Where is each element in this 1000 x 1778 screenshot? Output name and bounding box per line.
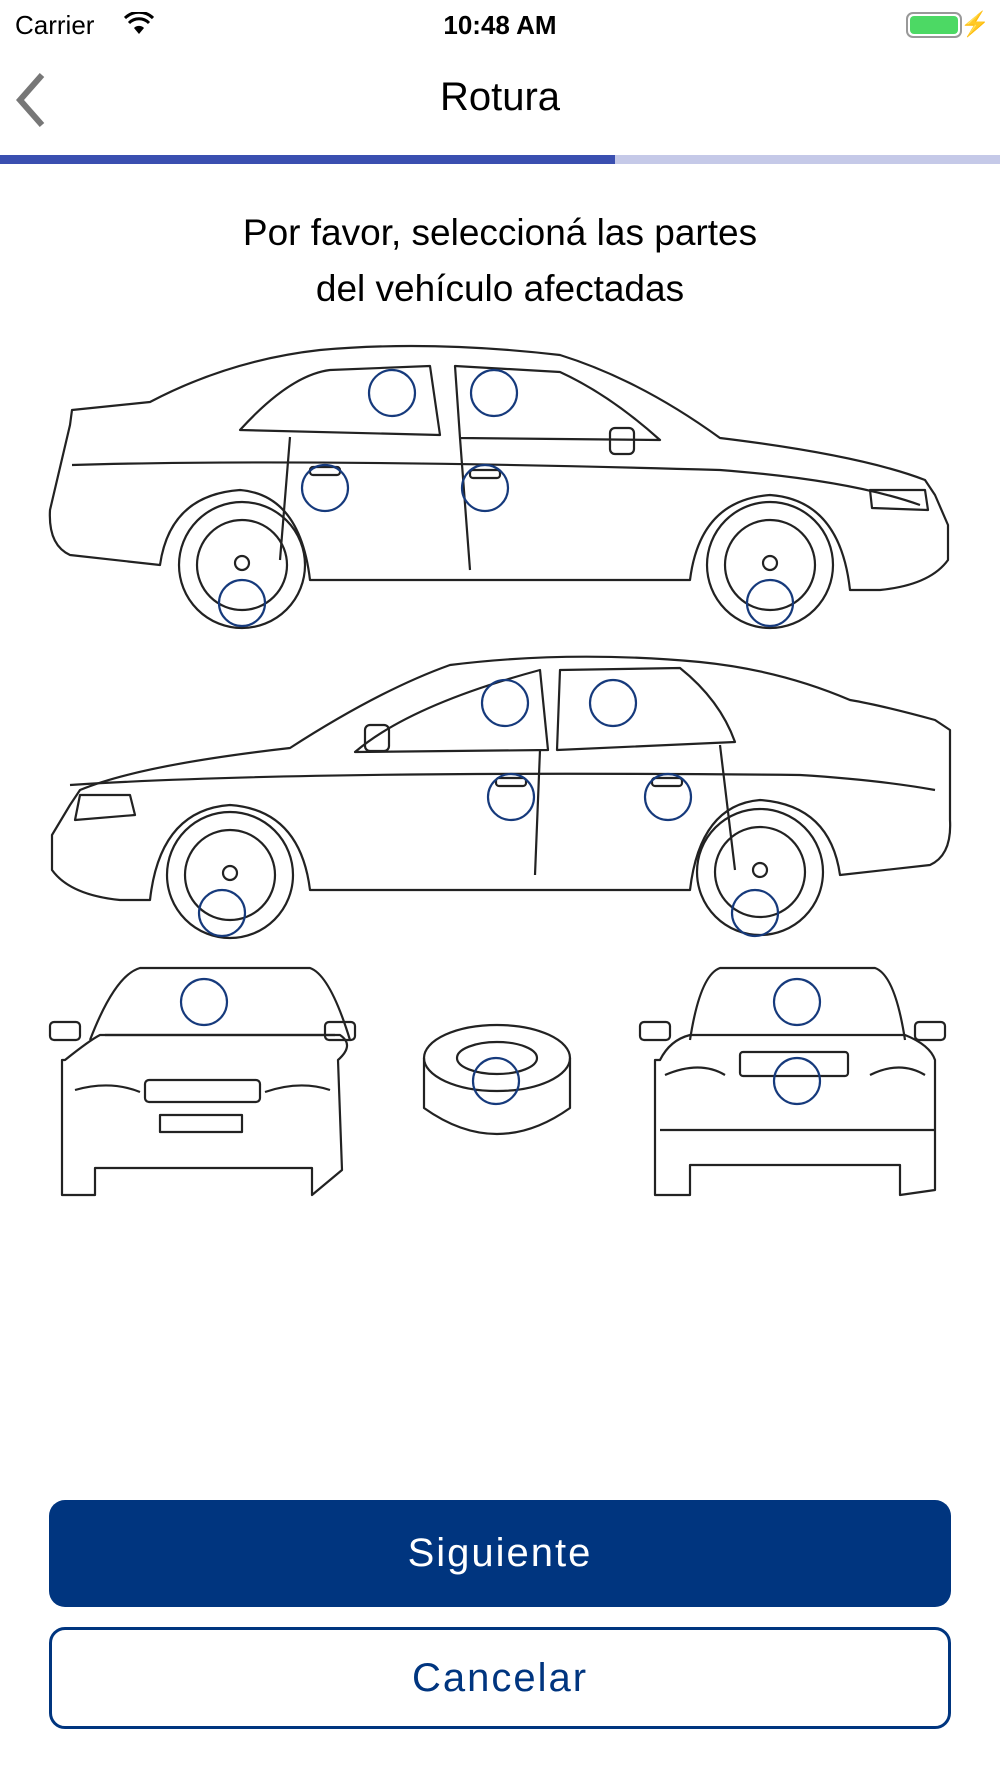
vehicle-diagram (48, 344, 952, 1197)
carrier-label: Carrier (15, 10, 95, 40)
page-title: Rotura (439, 75, 561, 119)
car-front (48, 966, 357, 1197)
charging-icon: ⚡ (960, 11, 990, 38)
instruction-line-2: del vehículo afectadas (315, 268, 685, 309)
spot-rear-window-left[interactable] (588, 678, 638, 728)
spot-rear-window[interactable] (772, 977, 822, 1027)
back-chevron-icon[interactable] (12, 65, 52, 135)
progress-fill (0, 155, 615, 164)
spot-rear-door-left[interactable] (643, 772, 693, 822)
status-bar: Carrier 10:48 AM ⚡ (0, 0, 1000, 50)
instruction-line-1: Por favor, seleccioná las partes (242, 212, 758, 253)
spot-front-door-right[interactable] (460, 463, 510, 513)
cancel-button[interactable]: Cancelar (49, 1627, 951, 1729)
next-button[interactable]: Siguiente (49, 1500, 951, 1607)
instruction-text: Por favor, seleccioná las partes del veh… (0, 205, 1000, 317)
spot-windshield[interactable] (179, 977, 229, 1027)
spot-front-wheel-right[interactable] (745, 578, 795, 628)
spot-front-window-right[interactable] (469, 368, 519, 418)
spot-rear-wheel-left[interactable] (730, 888, 780, 938)
spot-rear-window-right[interactable] (367, 368, 417, 418)
damage-selectors (179, 368, 822, 1106)
car-side-right (48, 344, 950, 630)
car-rear (638, 966, 947, 1197)
spot-front-door-left[interactable] (486, 772, 536, 822)
wifi-icon (124, 12, 154, 34)
car-side-left (50, 655, 952, 940)
battery-icon (906, 12, 962, 38)
spot-spare-tire[interactable] (471, 1056, 521, 1106)
progress-bar (0, 155, 1000, 164)
spot-trunk[interactable] (772, 1056, 822, 1106)
nav-bar: Rotura (0, 55, 1000, 145)
spot-front-window-left[interactable] (480, 678, 530, 728)
spot-rear-door-right[interactable] (300, 463, 350, 513)
clock: 10:48 AM (443, 10, 557, 40)
tire (422, 1023, 572, 1135)
spot-front-wheel-left[interactable] (197, 888, 247, 938)
spot-rear-wheel-right[interactable] (217, 578, 267, 628)
